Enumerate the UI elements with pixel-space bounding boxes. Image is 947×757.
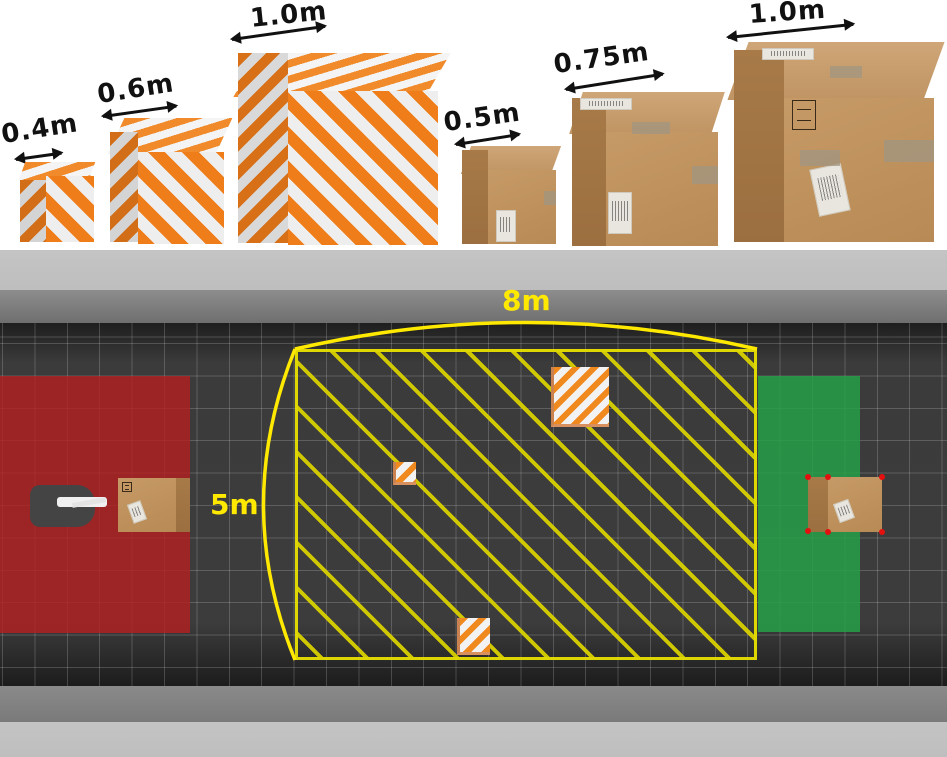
cardboard-box-1-0 xyxy=(727,42,945,242)
carried-cardboard-box xyxy=(118,478,176,532)
wall-bottom-inner xyxy=(0,686,947,722)
wall-top-inner xyxy=(0,290,947,323)
corner-marker xyxy=(879,529,885,535)
carried-box-side xyxy=(176,478,190,532)
goal-box-side xyxy=(808,477,828,532)
wall-top-outer xyxy=(0,250,947,290)
corner-marker xyxy=(879,474,885,480)
this-way-up-icon xyxy=(122,482,132,492)
obstacle-box-medium xyxy=(457,618,490,655)
width-dimension-label: 8m xyxy=(502,284,551,317)
cardboard-box-0-5 xyxy=(460,146,562,244)
striped-box-1-0 xyxy=(233,45,451,245)
cardboard-box-0-75 xyxy=(569,92,725,246)
this-way-up-icon xyxy=(792,100,816,130)
striped-box-0-4 xyxy=(18,162,96,244)
height-dimension-label: 5m xyxy=(210,488,259,521)
wall-bottom-outer xyxy=(0,722,947,757)
obstacle-box-small xyxy=(393,462,416,485)
corner-marker xyxy=(825,474,831,480)
corner-marker xyxy=(805,474,811,480)
obstacle-area xyxy=(295,349,757,660)
goal-cardboard-box xyxy=(828,477,882,532)
corner-marker xyxy=(805,528,811,534)
obstacle-box-large xyxy=(551,367,609,427)
corner-marker xyxy=(825,529,831,535)
box-size-reference-panel: 0.4m 0.6m 1.0m 0.5m 0.75m xyxy=(0,0,947,250)
striped-box-0-6 xyxy=(107,118,233,244)
